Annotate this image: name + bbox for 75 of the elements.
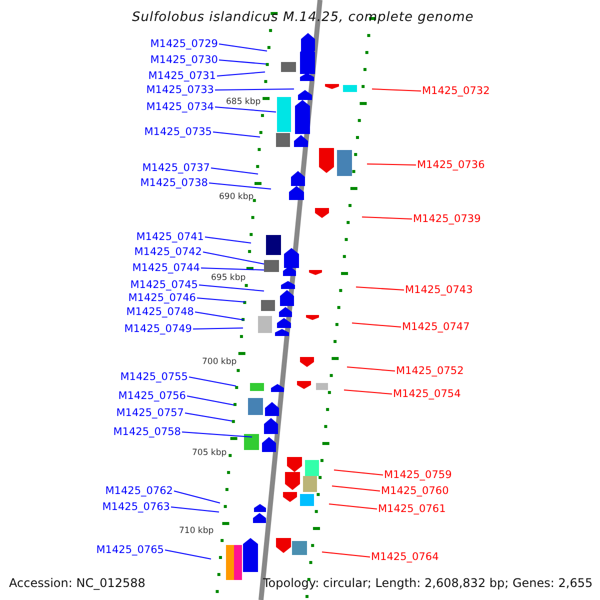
gene-label: M1425_0748 (126, 306, 194, 318)
leader-line (196, 298, 246, 302)
leader-line (188, 376, 236, 386)
gene-label: M1425_0736 (417, 159, 485, 171)
gene-label: M1425_0764 (371, 551, 439, 563)
leader-line (328, 504, 378, 510)
leader-line (218, 60, 266, 64)
leader-line (184, 412, 232, 422)
position-label: 705 kbp (192, 448, 227, 458)
leader-line (372, 88, 422, 92)
leader-line (164, 550, 212, 560)
leader-line (212, 132, 260, 138)
leader-line (204, 236, 252, 244)
leader-line (202, 252, 264, 264)
position-label: 690 kbp (219, 192, 254, 202)
gene-label: M1425_0732 (422, 85, 490, 97)
leader-line (198, 284, 264, 292)
gene-label: M1425_0747 (402, 321, 470, 333)
leader-line (218, 44, 268, 52)
leader-line (210, 168, 258, 174)
gene-label: M1425_0731 (148, 70, 216, 82)
leader-line (192, 328, 244, 330)
gene-label: M1425_0739 (413, 213, 481, 225)
leader-line (194, 312, 244, 320)
title: Sulfolobus islandicus M.14.25, complete genome (132, 11, 474, 25)
gene-label: M1425_0755 (120, 371, 188, 383)
position-label: 685 kbp (226, 97, 261, 107)
info-text: Topology: circular; Length: 2,608,832 bp; Genes: 2,655 (263, 576, 593, 590)
gene-label: M1425_0738 (140, 177, 208, 189)
gene-label: M1425_0757 (116, 407, 184, 419)
info-text: Accession: NC_012588 (9, 576, 146, 590)
leader-line (332, 486, 380, 492)
leader-line (346, 366, 396, 372)
gene-label: M1425_0758 (113, 426, 181, 438)
gene-label: M1425_0741 (136, 231, 204, 243)
leader-line (356, 286, 404, 290)
position-label: 710 kbp (179, 526, 214, 536)
leader-line (170, 506, 220, 512)
leader-line (344, 390, 392, 394)
leader-line (182, 432, 252, 438)
gene-label: M1425_0735 (144, 126, 212, 138)
gene-label: M1425_0749 (124, 323, 192, 335)
position-label: 700 kbp (202, 357, 237, 367)
leader-line (174, 490, 220, 504)
leader-line (214, 88, 294, 90)
gene-label: M1425_0743 (405, 284, 473, 296)
gene-label: M1425_0760 (381, 485, 449, 497)
gene-label: M1425_0737 (142, 162, 210, 174)
gene-label: M1425_0752 (396, 365, 464, 377)
leader-line (362, 216, 412, 220)
gene-label: M1425_0759 (384, 469, 452, 481)
leader-line (216, 72, 266, 76)
gene-label: M1425_0729 (150, 38, 218, 50)
gene-label: M1425_0754 (393, 388, 461, 400)
gene-label: M1425_0765 (96, 544, 164, 556)
gene-label: M1425_0762 (105, 485, 173, 497)
leader-line (334, 470, 384, 476)
gene-label: M1425_0734 (146, 101, 214, 113)
leader-line (322, 552, 370, 558)
gene-label: M1425_0733 (146, 84, 214, 96)
leader-line (352, 322, 402, 328)
leader-line (366, 164, 416, 166)
leader-line (200, 268, 264, 270)
gene-label: M1425_0744 (132, 262, 200, 274)
gene-label: M1425_0742 (134, 246, 202, 258)
position-label: 695 kbp (211, 273, 246, 283)
gene-label: M1425_0763 (102, 501, 170, 513)
gene-label: M1425_0746 (128, 292, 196, 304)
gene-label: M1425_0761 (378, 503, 446, 515)
gene-label: M1425_0730 (150, 54, 218, 66)
leader-line (186, 396, 234, 406)
leader-line (214, 106, 276, 112)
gene-label: M1425_0745 (130, 279, 198, 291)
gene-label: M1425_0756 (118, 390, 186, 402)
leader-line (208, 182, 272, 190)
